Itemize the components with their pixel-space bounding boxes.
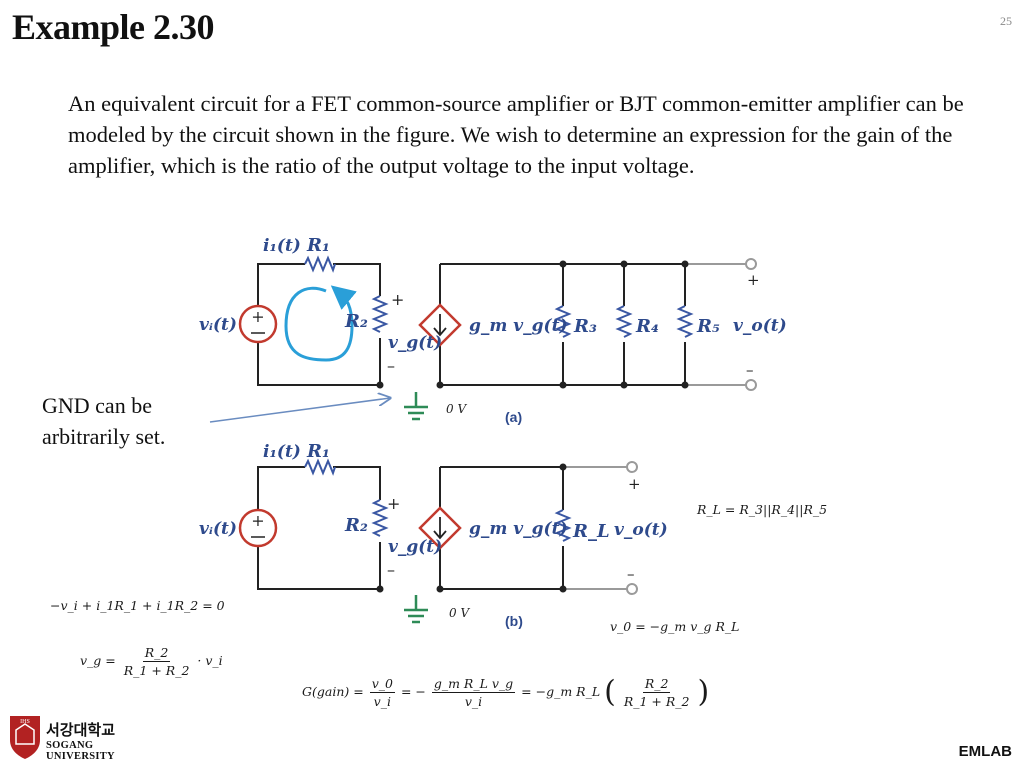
- minus-a-vg: –: [387, 356, 395, 375]
- label-i1-a: i₁(t): [263, 236, 301, 256]
- nodes-b: [376, 463, 567, 593]
- label-vi-a: vᵢ(t): [199, 315, 237, 335]
- resistor-rl-b: [554, 509, 572, 542]
- label-r1-a: R₁: [306, 235, 330, 256]
- label-r5-a: R₅: [696, 316, 720, 337]
- eq-vg-fraction: R_2 R_1 + R_2: [122, 645, 192, 678]
- eq-vg: v_g = R_2 R_1 + R_2 · v_i: [80, 645, 223, 678]
- circuit-b: [257, 458, 627, 590]
- plus-b-vg: +: [387, 494, 400, 513]
- eq-gain-f1: v_0 v_i: [369, 676, 395, 709]
- svg-text:+: +: [251, 511, 264, 530]
- svg-text:IHS: IHS: [20, 719, 30, 725]
- resistor-r3-a: [554, 305, 572, 338]
- wire-b-right: [439, 466, 564, 590]
- nodes-a: [376, 260, 689, 389]
- eq-vg-lhs: v_g =: [80, 653, 116, 668]
- terminal-b-bottom: [626, 583, 638, 595]
- label-vg-a: v_g(t): [388, 333, 442, 353]
- label-r1-b: R₁: [306, 441, 330, 462]
- resistor-r1-a: [304, 255, 336, 273]
- university-name-ko: 서강대학교: [46, 721, 116, 739]
- eq-vg-num: R_2: [142, 645, 171, 662]
- resistor-r1-b: [304, 458, 336, 476]
- terminal-a-top: [745, 258, 757, 270]
- eq-gain-paren-open: (: [604, 674, 616, 710]
- label-source-a: g_m v_g(t): [469, 316, 568, 336]
- university-logo: IHS 서강대학교 SOGANG UNIVERSITY: [8, 712, 158, 762]
- label-circuit-a: (a): [505, 409, 522, 425]
- label-vg-b: v_g(t): [388, 537, 442, 557]
- label-r4-a: R₄: [635, 316, 659, 337]
- minus-a-vo: –: [746, 361, 754, 379]
- intro-paragraph: An equivalent circuit for a FET common-s…: [68, 91, 964, 178]
- plus-a-vg: +: [391, 290, 404, 309]
- label-r2-b: R₂: [344, 515, 368, 536]
- gnd-note-arrow: [209, 398, 390, 423]
- label-vo-b: v_o(t): [614, 520, 668, 540]
- slide-title: Example 2.30: [12, 7, 215, 47]
- eq-gain-eq2: = −: [400, 684, 426, 699]
- eq-gain-f3-den: R_1 + R_2: [623, 694, 690, 709]
- wire-a-out: [685, 263, 746, 386]
- gnd-note: GND can be arbitrarily set.: [42, 390, 202, 452]
- plus-b-vo: +: [628, 475, 641, 493]
- eq-gain-paren-close: ): [697, 674, 710, 710]
- voltage-source-a: [238, 304, 278, 344]
- eq-gain-f2: g_m R_L v_g v_i: [431, 676, 516, 709]
- label-source-b: g_m v_g(t): [469, 519, 568, 539]
- resistor-r4-a: [615, 305, 633, 338]
- ground-label-b: 0 V: [449, 606, 470, 620]
- eq-gain-f1-num: v_0: [369, 676, 395, 693]
- eq-vo: v_0 = −g_m v_g R_L: [610, 619, 740, 634]
- eq-vg-den: R_1 + R_2: [123, 663, 190, 678]
- minus-b-vo: –: [627, 565, 635, 583]
- eq-vg-tail: · v_i: [197, 653, 223, 668]
- label-vo-a: v_o(t): [733, 316, 787, 336]
- resistor-r2-a: [371, 295, 389, 333]
- resistor-r5-a: [676, 305, 694, 338]
- label-r2-a: R₂: [344, 311, 368, 332]
- terminal-b-top: [626, 461, 638, 473]
- label-i1-b: i₁(t): [263, 442, 301, 462]
- ground-icon-b: [404, 595, 428, 624]
- eq-rl-definition: R_L = R_3||R_4||R_5: [697, 502, 828, 517]
- wire-b-out: [563, 466, 627, 590]
- label-rl-b: R_L: [572, 521, 610, 542]
- label-vi-b: vᵢ(t): [199, 519, 237, 539]
- ground-icon-a: [404, 392, 428, 421]
- eq-gain-f3: R_2 R_1 + R_2: [622, 676, 692, 709]
- eq-gain-f3-num: R_2: [642, 676, 671, 693]
- plus-a-vo: +: [747, 271, 760, 289]
- gnd-note-text: GND can be arbitrarily set.: [42, 393, 166, 449]
- voltage-source-b: [238, 508, 278, 548]
- eq-gain-eq3: = −g_m R_L: [521, 684, 601, 699]
- ground-label-a: 0 V: [446, 402, 467, 416]
- svg-text:+: +: [251, 307, 264, 326]
- university-seal-icon: IHS: [10, 716, 40, 759]
- resistor-r2-b: [371, 499, 389, 537]
- footer-lab-name: EMLAB: [958, 743, 1012, 760]
- eq-gain: G(gain) = v_0 v_i = − g_m R_L v_g v_i = …: [302, 676, 709, 709]
- page-number: 25: [1000, 14, 1012, 28]
- university-name-en: SOGANG UNIVERSITY: [46, 740, 115, 762]
- eq-gain-f1-den: v_i: [373, 694, 391, 709]
- eq-kvl: −v_i + i_1R_1 + i_1R_2 = 0: [50, 598, 225, 613]
- terminal-a-bottom: [745, 379, 757, 391]
- mesh-current-arrow: [284, 285, 357, 362]
- eq-gain-f2-num: g_m R_L v_g: [431, 676, 516, 693]
- eq-gain-f2-den: v_i: [464, 694, 483, 709]
- eq-gain-lhs: G(gain) =: [302, 684, 364, 699]
- label-circuit-b: (b): [505, 613, 523, 629]
- label-r3-a: R₃: [573, 316, 597, 337]
- minus-b-vg: –: [387, 560, 395, 579]
